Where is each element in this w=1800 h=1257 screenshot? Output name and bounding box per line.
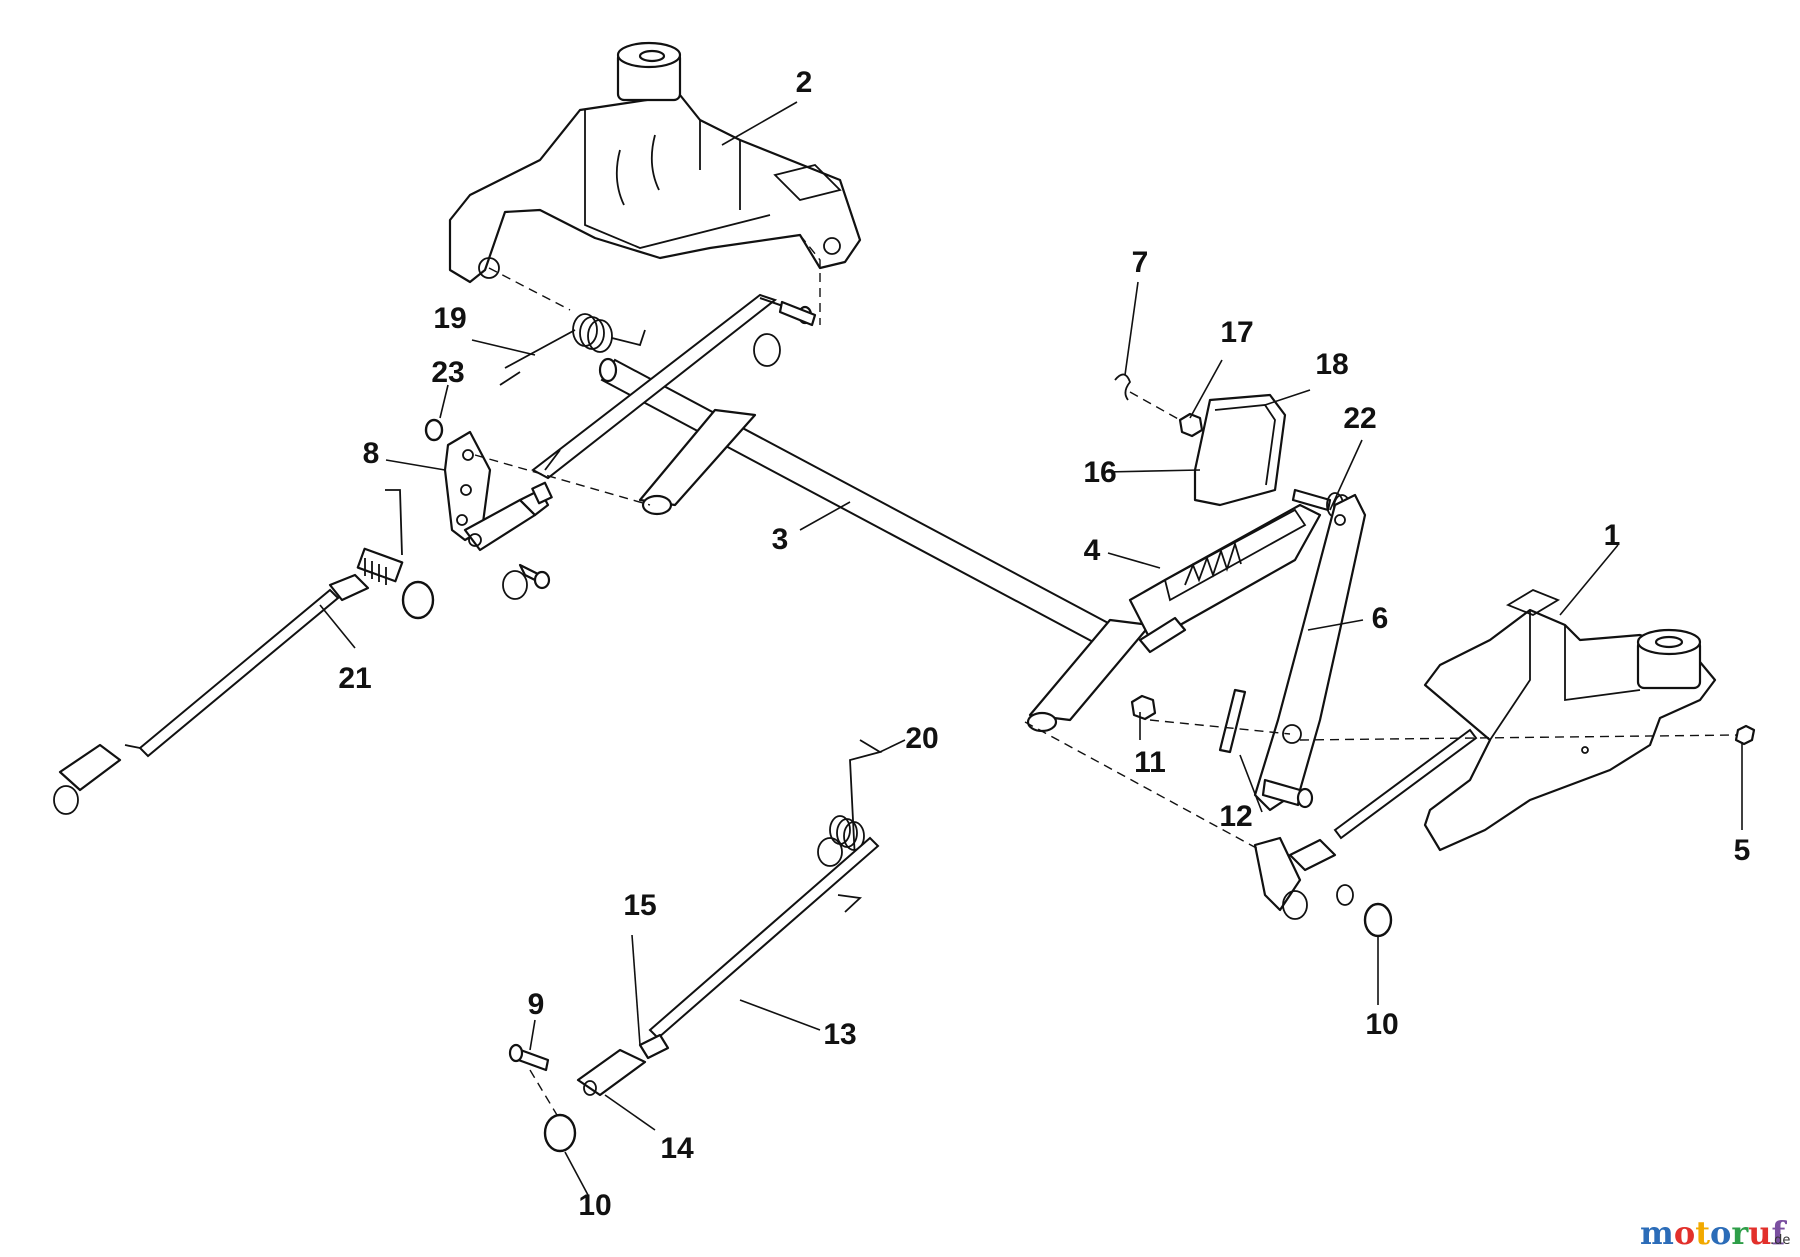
- callout-20: 20: [905, 722, 938, 755]
- bracket-upper: [448, 41, 862, 284]
- clip-7: [1114, 373, 1132, 401]
- callout-6: 6: [1372, 602, 1389, 635]
- callout-11: 11: [1134, 746, 1166, 779]
- watermark-suffix: .de: [1770, 1233, 1790, 1248]
- rod-lower-right: [1253, 728, 1478, 938]
- callout-23: 23: [431, 356, 464, 389]
- leader-lines: [319, 101, 1743, 1196]
- spring-19: [499, 313, 646, 386]
- nut-11: [1130, 694, 1157, 721]
- wm-letter: o: [1674, 1214, 1695, 1252]
- fitting-5: [1734, 724, 1756, 746]
- alignment-lines: [474, 234, 1739, 1121]
- callout-10b: 10: [578, 1189, 611, 1222]
- pad-16: [1193, 393, 1287, 507]
- bracket-lower: [1423, 588, 1717, 852]
- callout-labels: 1 2 3 4 5 6 7 8 9 10 10 11 12 13 14 15 1…: [338, 66, 1750, 1222]
- clevis-upper: [463, 449, 561, 600]
- callout-14: 14: [660, 1132, 694, 1165]
- wm-letter: u: [1748, 1214, 1771, 1252]
- callout-15: 15: [623, 889, 656, 922]
- callout-10a: 10: [1365, 1008, 1398, 1041]
- callout-16: 16: [1083, 456, 1116, 489]
- callout-7: 7: [1132, 246, 1149, 279]
- bolt-12: [1218, 688, 1314, 809]
- nut-17: [1178, 412, 1204, 438]
- callout-22: 22: [1343, 402, 1376, 435]
- callout-12: 12: [1219, 800, 1252, 833]
- callout-17: 17: [1220, 316, 1253, 349]
- callout-9: 9: [528, 988, 545, 1021]
- callout-1: 1: [1604, 519, 1621, 552]
- callout-8: 8: [363, 437, 380, 470]
- callout-18: 18: [1315, 348, 1348, 381]
- callout-13: 13: [823, 1018, 856, 1051]
- callout-2: 2: [796, 66, 813, 99]
- washer-23: [424, 418, 444, 442]
- rod-13: [508, 739, 883, 1153]
- callout-21: 21: [338, 662, 371, 695]
- callout-4: 4: [1084, 534, 1101, 567]
- wm-letter: f: [1771, 1214, 1787, 1252]
- wm-letter: m: [1640, 1214, 1674, 1252]
- callout-19: 19: [433, 302, 466, 335]
- svg-text:motoruf: motoruf: [1640, 1214, 1787, 1252]
- wm-letter: o: [1710, 1214, 1731, 1252]
- pin-upper: [753, 300, 817, 367]
- wm-letter: r: [1731, 1214, 1749, 1252]
- watermark-logo: motoruf .de: [1640, 1214, 1790, 1252]
- cross-shaft: [598, 357, 1152, 733]
- rod-21: [53, 489, 435, 815]
- callout-5: 5: [1734, 834, 1751, 867]
- wm-letter: t: [1695, 1214, 1710, 1252]
- callout-3: 3: [772, 523, 789, 556]
- guide-4: [1128, 503, 1322, 654]
